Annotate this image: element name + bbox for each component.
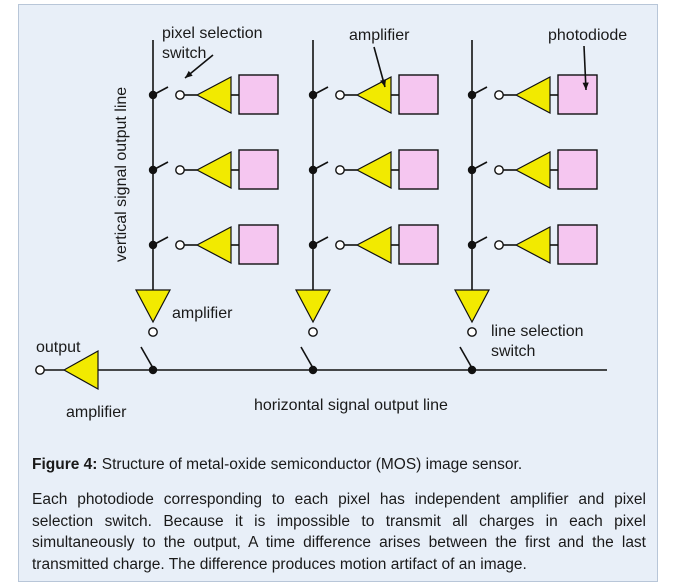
pixel-amplifier [355, 76, 392, 114]
pixel-selection-switch [471, 236, 488, 246]
pixel-amplifier [195, 151, 232, 189]
switch-contact [494, 165, 504, 175]
switch-contact [494, 90, 504, 100]
photodiode-cell [238, 224, 279, 265]
photodiode-cell [238, 149, 279, 190]
switch-contact [335, 240, 345, 250]
photodiode-cell [398, 74, 439, 115]
figure-number: Figure 4: [32, 456, 98, 473]
pixel-amplifier [514, 76, 551, 114]
line-selection-switch [140, 346, 154, 369]
column-amplifier [295, 289, 331, 324]
pixel-selection-switch [471, 86, 488, 96]
column-switch-contact [467, 327, 477, 337]
pixel-grid [35, 40, 607, 391]
pixel-selection-switch [152, 161, 169, 171]
photodiode-cell [398, 149, 439, 190]
column-switch-contact [308, 327, 318, 337]
switch-contact [494, 240, 504, 250]
output-amplifier-label: amplifier [66, 404, 127, 421]
pixel-amplifier [355, 226, 392, 264]
output-terminal [35, 365, 45, 375]
line-selection-switch [459, 346, 473, 369]
pixel-selection-switch [471, 161, 488, 171]
pixel-selection-switch-label-2: switch [162, 45, 206, 62]
column-switch-contact [148, 327, 158, 337]
column-amplifier [135, 289, 171, 324]
switch-contact [335, 165, 345, 175]
output-amplifier [62, 349, 99, 391]
line-selection-switch [300, 346, 314, 369]
photodiode-cell [398, 224, 439, 265]
figure-caption-title: Figure 4: Structure of metal-oxide semic… [32, 455, 644, 475]
vertical-signal-output-line-label: vertical signal output line [113, 87, 130, 262]
horizontal-signal-output-line-label: horizontal signal output line [254, 397, 448, 414]
switch-contact [175, 165, 185, 175]
line-selection-switch-label: line selection [491, 323, 584, 340]
amplifier-pointer-head [380, 79, 387, 87]
pixel-selection-switch [312, 236, 329, 246]
pixel-selection-switch-label: pixel selection [162, 25, 263, 42]
figure-panel [18, 4, 658, 582]
figure-caption-body: Each photodiode corresponding to each pi… [32, 491, 646, 573]
photodiode-pointer-head [582, 82, 589, 90]
photodiode-cell [557, 149, 598, 190]
pixel-amplifier [355, 151, 392, 189]
photodiode-cell [557, 74, 598, 115]
line-selection-switch-label-2: switch [491, 343, 535, 360]
pixel-selection-switch [312, 161, 329, 171]
photodiode-label: photodiode [548, 27, 627, 44]
photodiode-cell [557, 224, 598, 265]
pixel-amplifier [195, 226, 232, 264]
photodiode-cell [238, 74, 279, 115]
pixel-selection-switch [312, 86, 329, 96]
column-amplifier-label: amplifier [172, 305, 233, 322]
pixel-selection-switch [152, 236, 169, 246]
pixel-amplifier [514, 151, 551, 189]
output-label: output [36, 339, 81, 356]
switch-contact [175, 240, 185, 250]
amplifier-label-top: amplifier [349, 27, 410, 44]
mos-sensor-diagram: pixel selection switch amplifier photodi… [35, 25, 627, 421]
switch-pointer-head [185, 70, 193, 78]
pixel-amplifier [514, 226, 551, 264]
switch-contact [335, 90, 345, 100]
pixel-amplifier [195, 76, 232, 114]
figure-title: Structure of metal-oxide semiconductor (… [97, 456, 523, 473]
column-amplifier [454, 289, 490, 324]
pixel-selection-switch [152, 86, 169, 96]
switch-contact [175, 90, 185, 100]
